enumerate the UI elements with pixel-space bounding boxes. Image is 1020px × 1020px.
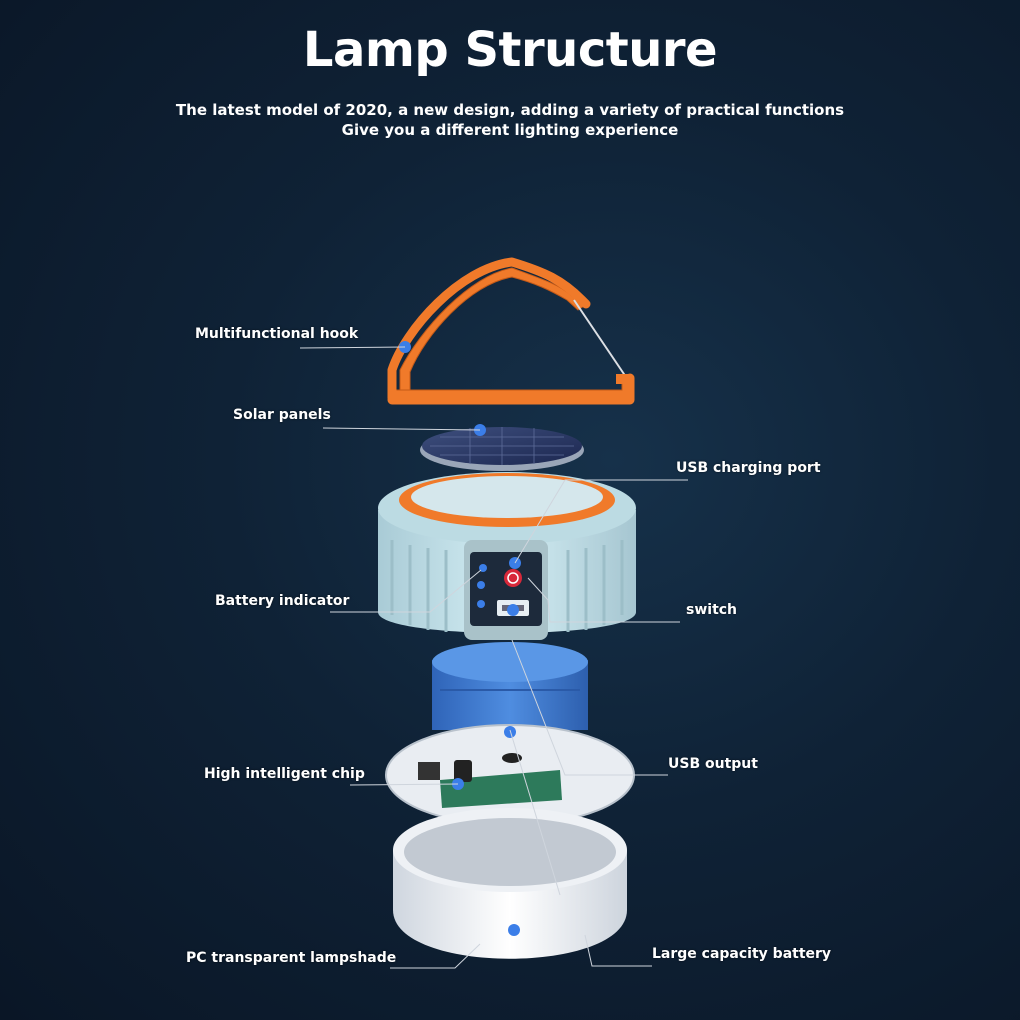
label-usb-charging-port: USB charging port <box>676 460 821 476</box>
subtitle-line-1: The latest model of 2020, a new design, … <box>175 101 845 119</box>
lampshade-part <box>393 808 627 959</box>
label-solar-panels: Solar panels <box>233 407 331 423</box>
hook-part <box>387 257 635 405</box>
battery-part <box>432 642 588 730</box>
label-pc-transparent-lampshade: PC transparent lampshade <box>186 950 397 966</box>
hook-wire <box>573 299 629 381</box>
label-switch: switch <box>686 602 738 618</box>
switch-button <box>504 569 522 587</box>
lamp-body-part <box>378 472 636 640</box>
label-multifunctional-hook: Multifunctional hook <box>195 326 359 342</box>
leader-lines <box>299 346 688 969</box>
label-high-intelligent-chip: High intelligent chip <box>204 766 365 782</box>
label-large-capacity-battery: Large capacity battery <box>652 946 832 962</box>
subtitle-line-2: Give you a different lighting experience <box>341 121 679 139</box>
label-battery-indicator: Battery indicator <box>215 593 350 609</box>
circuit-board-part <box>385 724 635 826</box>
label-usb-output: USB output <box>668 756 758 772</box>
solar-panel-part <box>420 427 584 471</box>
page-title: Lamp Structure <box>302 22 718 78</box>
